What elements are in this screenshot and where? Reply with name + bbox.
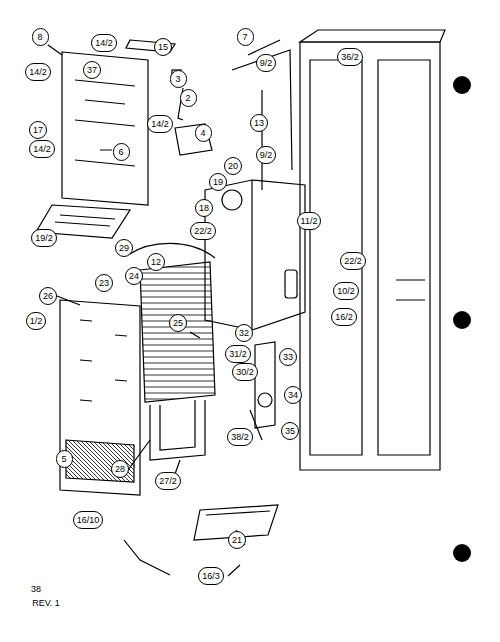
louver-slots [55, 215, 115, 226]
callout-number: 3 [170, 70, 187, 88]
callout-number: 36/2 [337, 48, 363, 66]
rear-panel [62, 52, 148, 205]
callout-number: 19 [209, 173, 227, 191]
defrost-heater [150, 400, 205, 460]
binder-hole [453, 311, 471, 329]
callout-number: 13 [250, 114, 268, 132]
fan-ring [222, 190, 242, 210]
callout-number: 21 [228, 531, 246, 549]
callout-number: 10/2 [333, 282, 359, 300]
callout-number: 9/2 [256, 54, 277, 72]
callout-number: 34 [284, 386, 302, 404]
callout-number: 6 [113, 143, 130, 161]
callout-number: 20 [224, 157, 242, 175]
housing-edge [251, 180, 252, 330]
callout-number: 31/2 [225, 345, 251, 363]
callout-number: 4 [195, 124, 212, 142]
callout-number: 19/2 [31, 229, 57, 247]
callout-number: 33 [279, 348, 297, 366]
callout-number: 7 [237, 28, 254, 46]
callout-number: 2 [180, 89, 197, 107]
cover-grill [66, 440, 134, 482]
housing-slot [285, 270, 297, 298]
callout-number: 25 [169, 314, 187, 332]
callout-number: 1/2 [26, 312, 47, 330]
callout-number: 22/2 [340, 252, 366, 270]
tube [128, 243, 215, 258]
binder-hole [453, 544, 471, 562]
callout-number: 5 [56, 450, 73, 468]
cabinet-frame [300, 42, 440, 470]
panel-slots [75, 80, 135, 166]
binder-hole [453, 76, 471, 94]
defrost-terminator [255, 342, 275, 428]
sheet-note: 38 [31, 584, 41, 594]
callout-number: 8 [32, 28, 49, 46]
callout-number: 14/2 [29, 140, 55, 158]
callout-number: 28 [111, 460, 129, 478]
callout-number: 9/2 [256, 146, 277, 164]
evaporator-housing [205, 180, 305, 330]
callout-number: 16/10 [73, 511, 104, 529]
callout-number: 32 [235, 324, 253, 342]
callout-number: 23 [95, 274, 113, 292]
evaporator-cover [60, 300, 140, 495]
cabinet-detail [396, 280, 425, 300]
callout-number: 24 [125, 267, 143, 285]
callout-number: 26 [39, 287, 57, 305]
sheet-note: REV. 1 [32, 598, 60, 608]
callout-number: 14/2 [147, 115, 173, 133]
callout-number: 22/2 [190, 222, 216, 240]
callout-number: 27/2 [155, 472, 181, 490]
leader-lines [48, 45, 245, 576]
callout-number: 11/2 [297, 212, 322, 230]
callout-number: 16/2 [331, 308, 357, 326]
callout-number: 29 [115, 239, 133, 257]
callout-number: 16/3 [198, 567, 224, 585]
fan-motor [175, 124, 212, 155]
cabinet-top [300, 30, 445, 42]
cabinet-openings [310, 60, 430, 455]
callout-number: 15 [154, 38, 172, 56]
callout-number: 35 [281, 422, 299, 440]
callout-number: 18 [195, 199, 213, 217]
callout-number: 38/2 [227, 428, 253, 446]
callout-number: 14/2 [25, 63, 51, 81]
callout-number: 30/2 [232, 363, 258, 381]
callout-number: 14/2 [91, 34, 117, 52]
callout-number: 12 [147, 253, 165, 271]
callout-number: 17 [29, 121, 47, 139]
evaporator-coil [140, 262, 215, 402]
cover-marks [80, 320, 127, 401]
thermostat [258, 393, 272, 407]
callout-number: 37 [83, 61, 101, 79]
